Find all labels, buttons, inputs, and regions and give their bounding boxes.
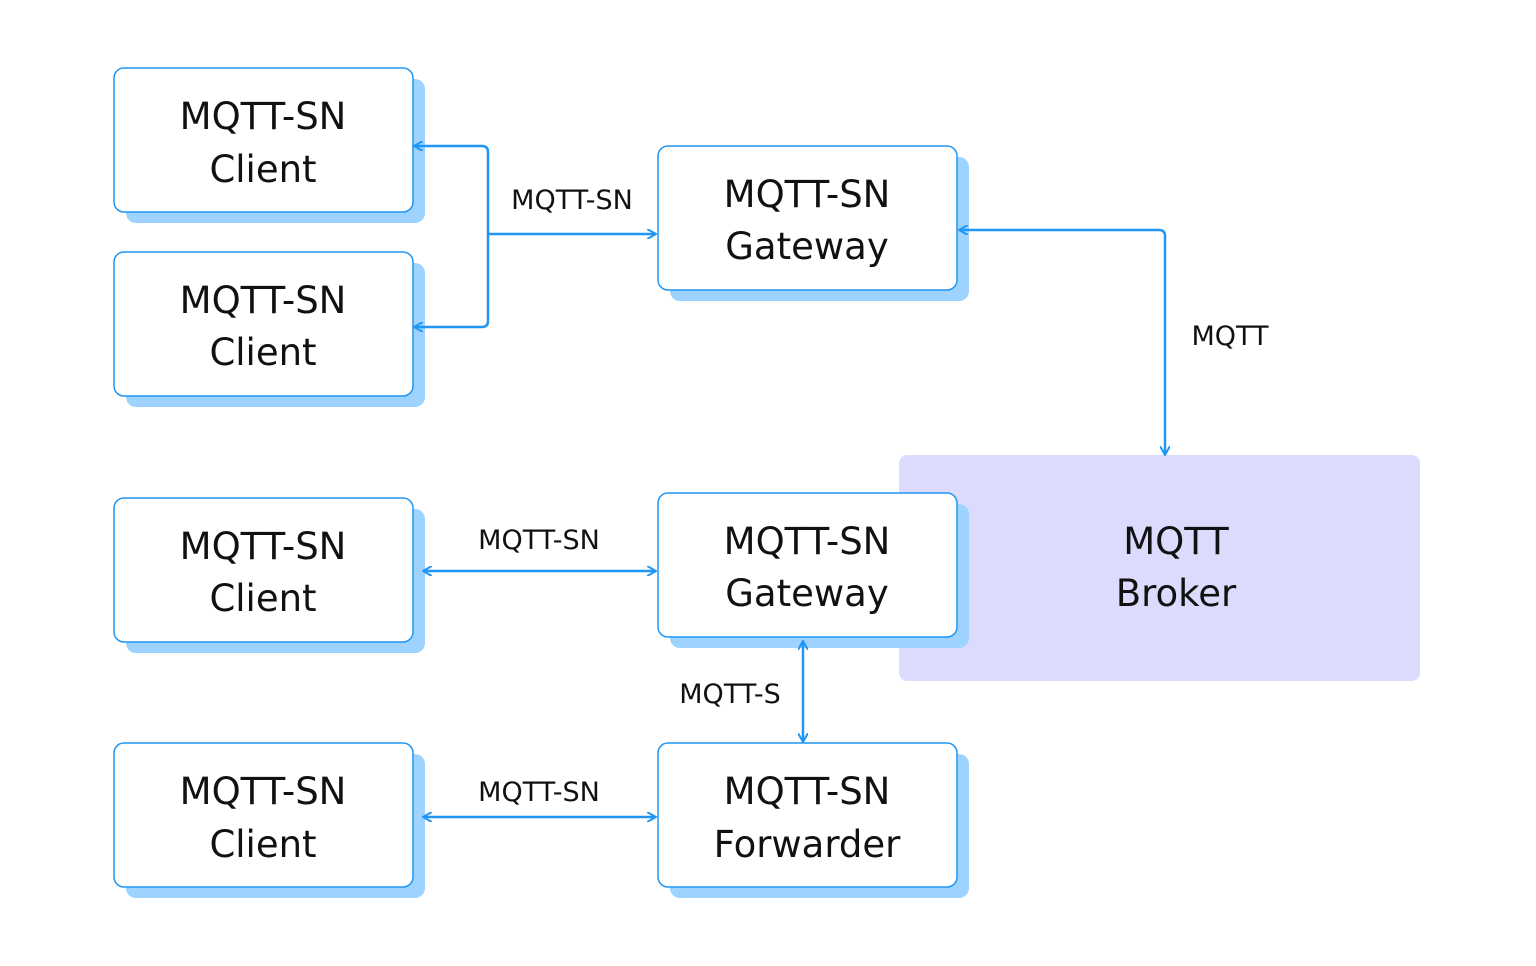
broker-panel [899, 455, 1420, 681]
gateway-mid-line1: MQTT-SN [724, 520, 891, 563]
gateway-top-to-broker-arrow [959, 230, 1165, 455]
client-1-frame [113, 67, 414, 213]
client-4-frame [113, 742, 414, 888]
gateway-mid-line2: Gateway [725, 572, 888, 615]
client-1-box: MQTT-SN Client [113, 67, 425, 223]
client-4-line2: Client [209, 823, 316, 866]
client-3-line2: Client [209, 577, 316, 620]
gateway-top-line2: Gateway [725, 225, 888, 268]
client-2-arrow [414, 234, 490, 327]
client-3-box: MQTT-SN Client [113, 497, 425, 653]
broker-line2: Broker [1116, 572, 1237, 615]
forwarder-box: MQTT-SN Forwarder [657, 742, 969, 898]
edge-label-clients-to-gateway-top: MQTT-SN [511, 185, 633, 216]
gateway-top-frame [657, 145, 958, 291]
client-2-line1: MQTT-SN [180, 279, 347, 322]
client-1-line2: Client [209, 148, 316, 191]
client-3-line1: MQTT-SN [180, 525, 347, 568]
edge-label-gateway-top-to-broker: MQTT [1191, 321, 1269, 352]
edge-label-client-4-to-forwarder: MQTT-SN [478, 777, 600, 808]
client-2-line2: Client [209, 331, 316, 374]
client-2-frame [113, 251, 414, 397]
client-1-line1: MQTT-SN [180, 95, 347, 138]
connectors [414, 146, 1165, 817]
edge-label-gateway-mid-to-forwarder: MQTT-S [679, 679, 780, 710]
client-3-frame [113, 497, 414, 643]
forwarder-line1: MQTT-SN [724, 770, 891, 813]
gateway-mid-box: MQTT-SN Gateway [657, 492, 969, 648]
gateway-top-line1: MQTT-SN [724, 173, 891, 216]
client-4-line1: MQTT-SN [180, 770, 347, 813]
forwarder-line2: Forwarder [714, 823, 902, 866]
edge-label-client-3-to-gateway-mid: MQTT-SN [478, 525, 600, 556]
gateway-top-box: MQTT-SN Gateway [657, 145, 969, 301]
broker-line1: MQTT [1123, 520, 1229, 563]
forwarder-frame [657, 742, 958, 888]
client-1-arrow [414, 146, 490, 234]
client-2-box: MQTT-SN Client [113, 251, 425, 407]
client-4-box: MQTT-SN Client [113, 742, 425, 898]
mqtt-broker [899, 455, 1420, 681]
gateway-mid-frame [657, 492, 958, 638]
